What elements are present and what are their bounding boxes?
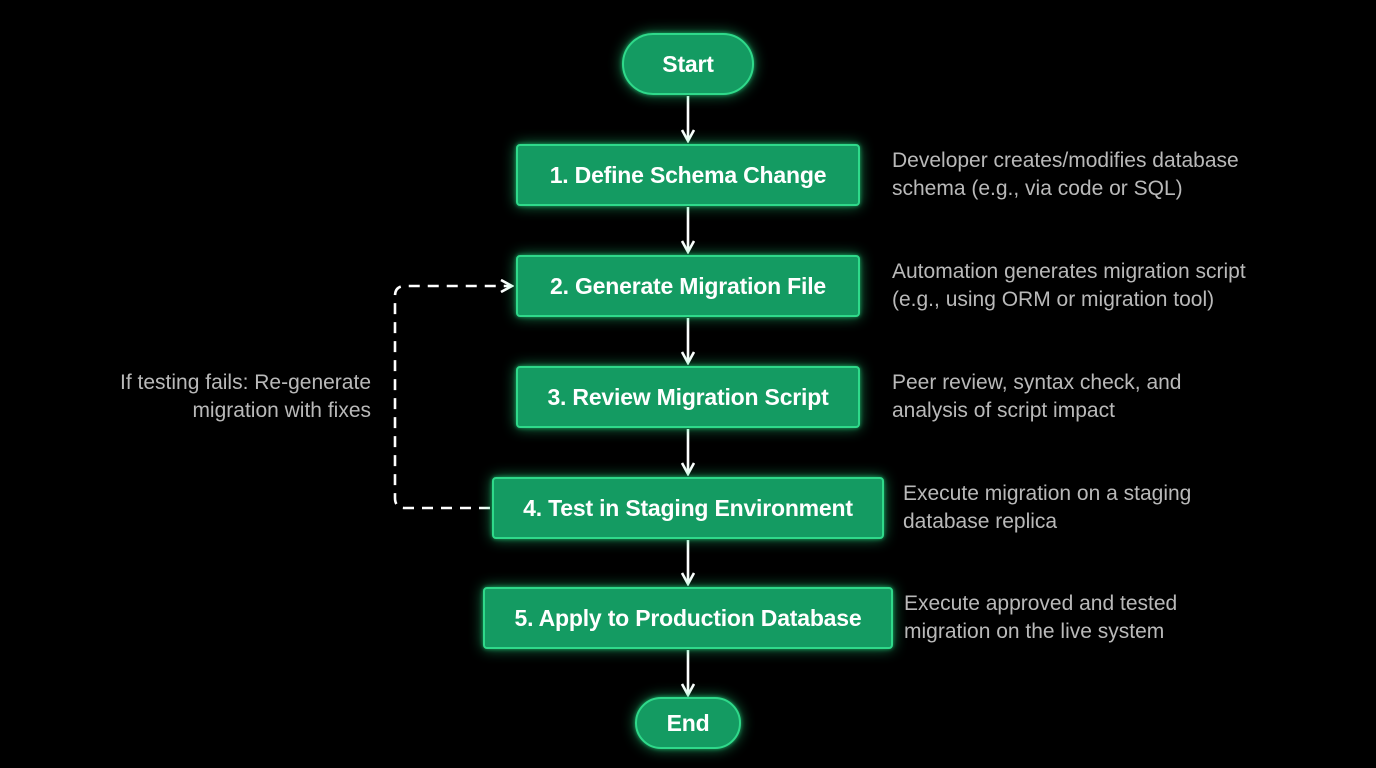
step-1-description-line-1: Developer creates/modifies database	[892, 149, 1239, 172]
step-1-node: 1. Define Schema Change	[516, 144, 860, 206]
step-2-description-line-2: (e.g., using ORM or migration tool)	[892, 288, 1215, 311]
step-2-node: 2. Generate Migration File	[516, 255, 860, 317]
step-1-description: Developer creates/modifies database sche…	[892, 147, 1239, 203]
step-4-description: Execute migration on a staging database …	[903, 480, 1191, 536]
step-3-description-line-1: Peer review, syntax check, and	[892, 371, 1182, 394]
retry-loop-arrow	[393, 286, 511, 510]
start-node: Start	[622, 33, 754, 95]
step-3-description-line-2: analysis of script impact	[892, 399, 1115, 422]
step-1-description-line-2: schema (e.g., via code or SQL)	[892, 177, 1183, 200]
step-5-description-line-2: migration on the live system	[904, 620, 1165, 643]
step-4-description-line-1: Execute migration on a staging	[903, 482, 1192, 505]
step-2-description: Automation generates migration script (e…	[892, 258, 1246, 314]
retry-loop-label-line-1: If testing fails: Re-generate	[120, 371, 371, 394]
step-2-description-line-1: Automation generates migration script	[892, 260, 1246, 283]
retry-loop-label: If testing fails: Re-generate migration …	[120, 369, 371, 425]
step-3-description: Peer review, syntax check, and analysis …	[892, 369, 1181, 425]
step-4-description-line-2: database replica	[903, 510, 1058, 533]
end-node: End	[635, 697, 741, 749]
step-5-description-line-1: Execute approved and tested	[904, 592, 1178, 615]
step-5-description: Execute approved and tested migration on…	[904, 590, 1177, 646]
step-4-node: 4. Test in Staging Environment	[492, 477, 884, 539]
retry-loop-label-line-2: migration with fixes	[192, 399, 371, 422]
step-5-node: 5. Apply to Production Database	[483, 587, 893, 649]
step-3-node: 3. Review Migration Script	[516, 366, 860, 428]
